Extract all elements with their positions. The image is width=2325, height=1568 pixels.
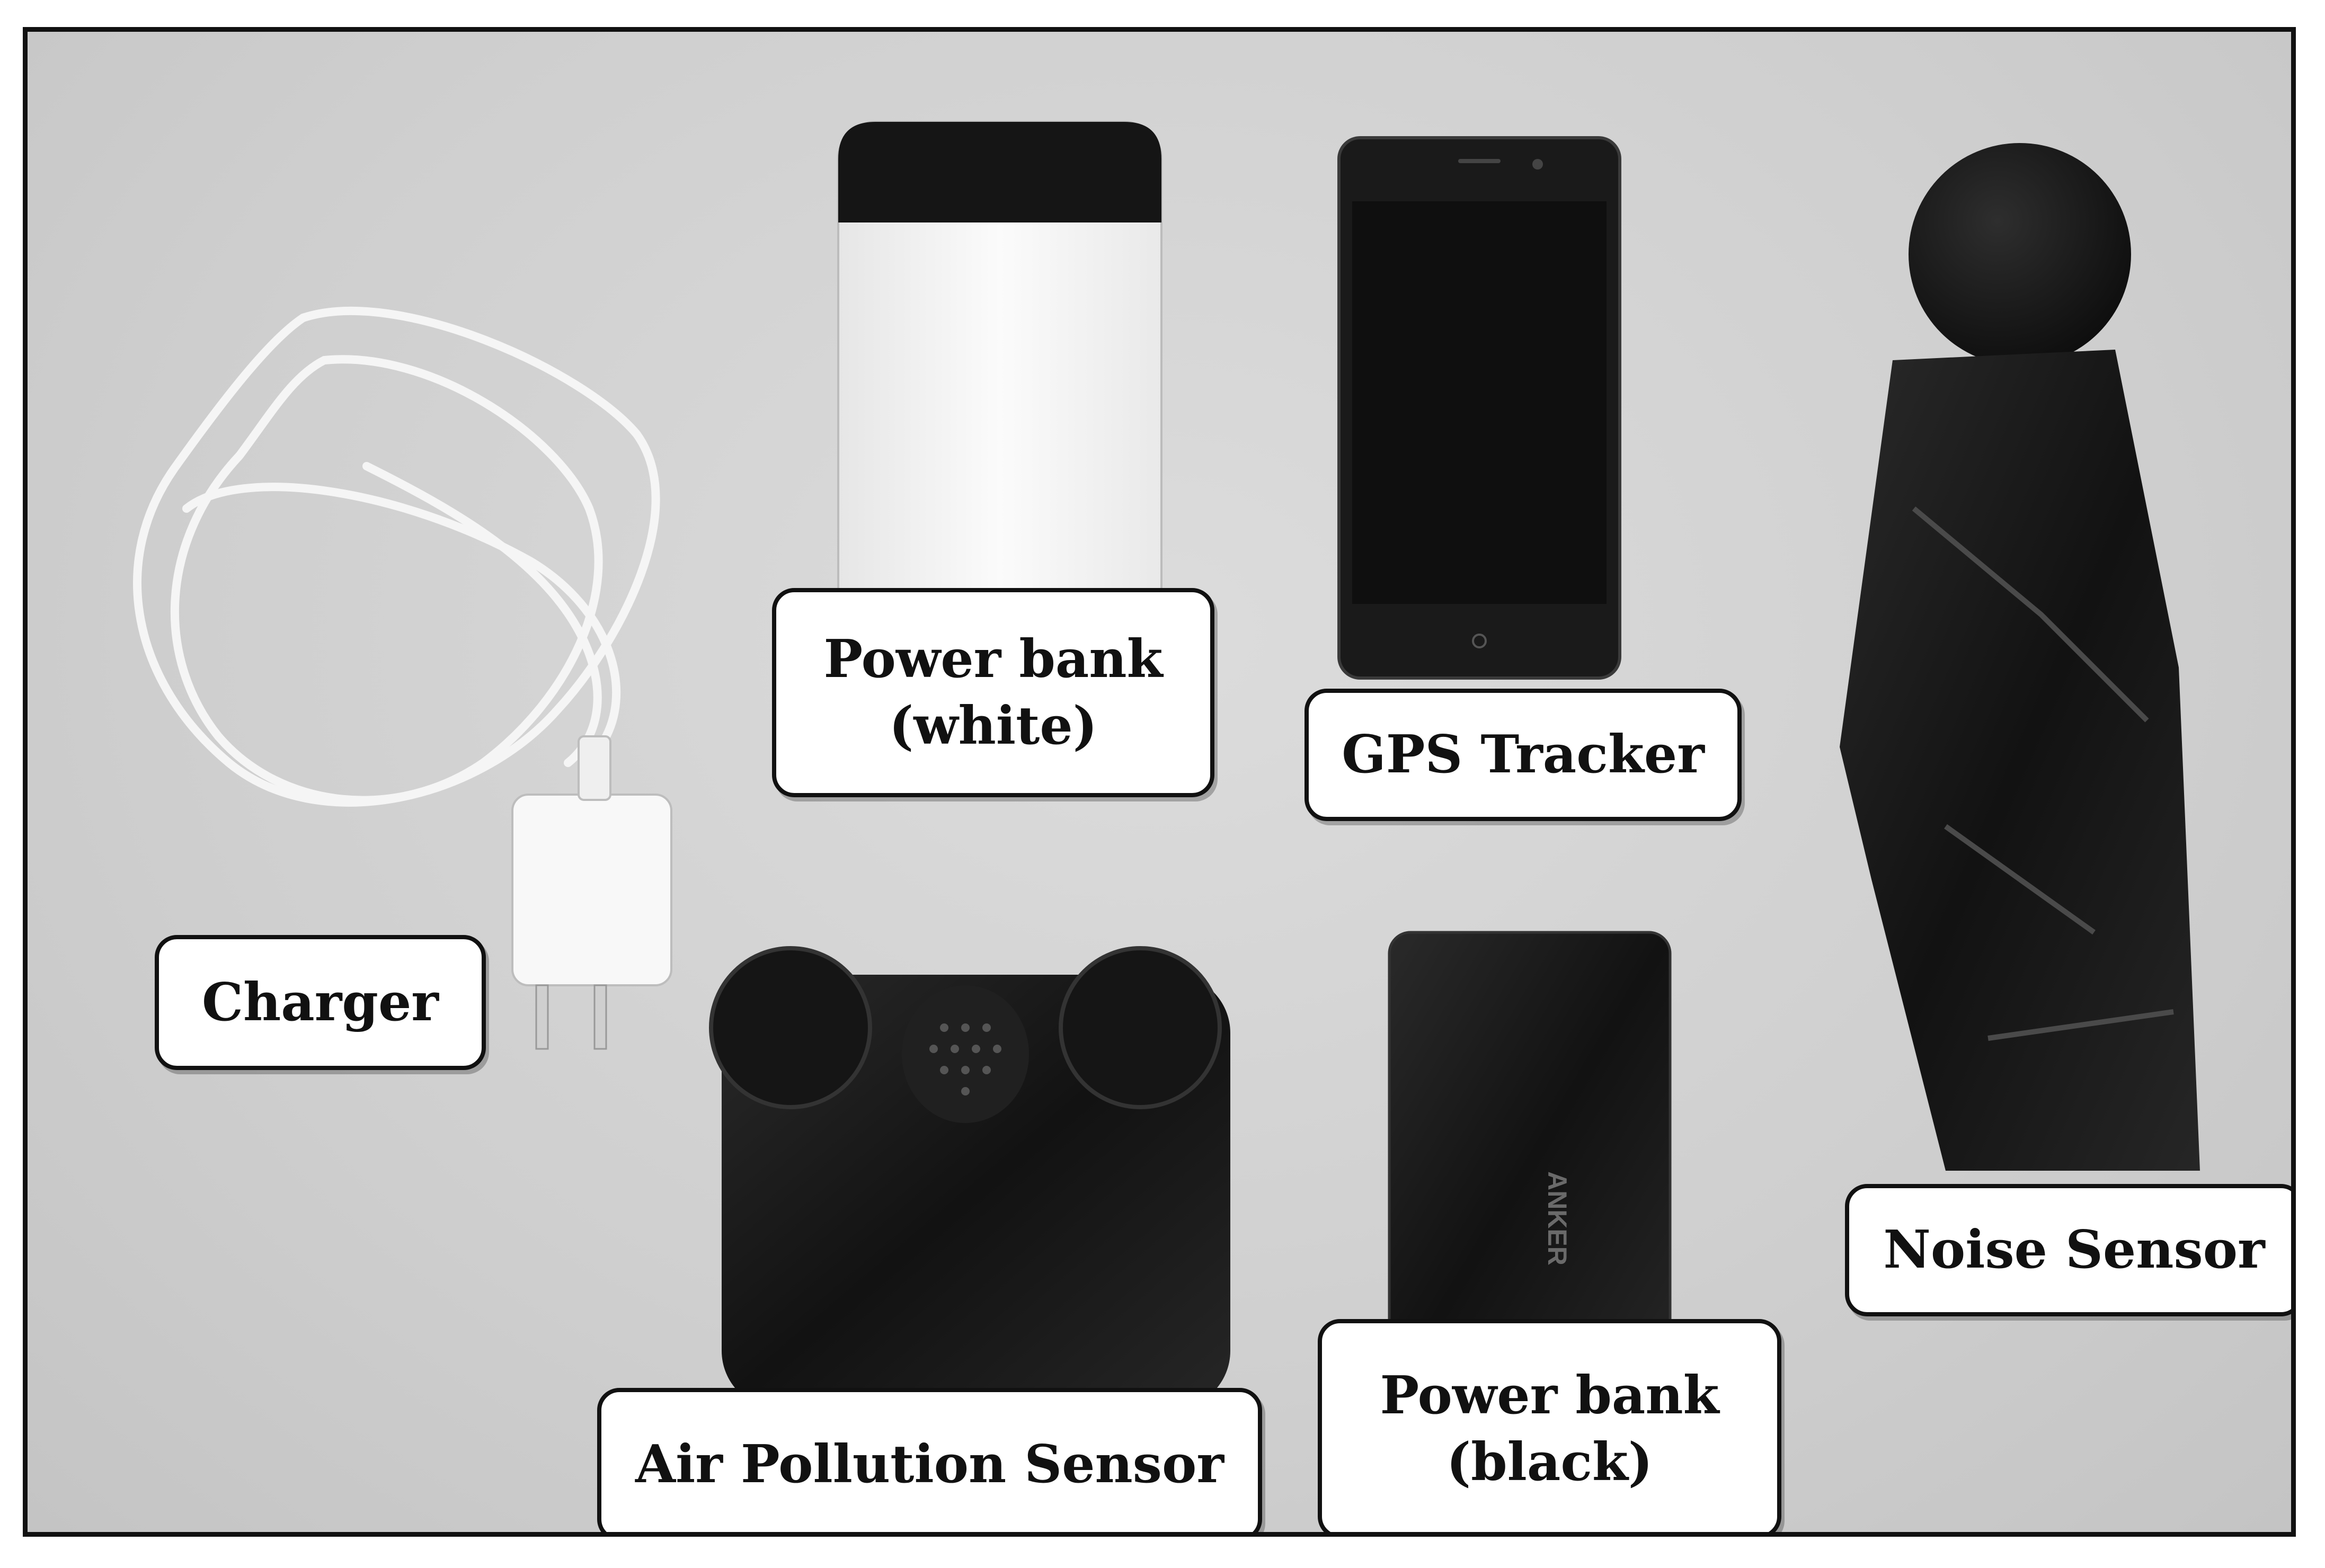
gps-tracker-phone [1337,136,1621,680]
anker-brand-text: ANKER [1542,1171,1572,1266]
label-gps-tracker: GPS Tracker [1305,689,1742,821]
label-air-pollution-sensor-text: Air Pollution Sensor [635,1434,1224,1495]
label-air-pollution-sensor: Air Pollution Sensor [597,1388,1262,1532]
label-gps-tracker-text: GPS Tracker [1342,724,1705,786]
photo-scene: ANKER [133,121,2200,1409]
photo-frame: ANKER Charger Power bank (white) GPS Tra… [23,27,2296,1537]
label-power-bank-black-line2: (black) [1446,1431,1653,1493]
label-power-bank-white-line2: (white) [889,695,1098,756]
label-charger-text: Charger [202,972,439,1033]
label-charger: Charger [155,935,486,1070]
label-power-bank-black: Power bank (black) [1318,1319,1781,1532]
air-pollution-sensor [709,946,1230,1409]
label-noise-sensor: Noise Sensor [1845,1184,2291,1316]
label-noise-sensor-text: Noise Sensor [1883,1219,2265,1281]
white-power-bank [837,121,1162,653]
charger-plug [511,735,672,1050]
label-power-bank-white-line1: Power bank [823,629,1163,690]
label-power-bank-white: Power bank (white) [772,588,1214,797]
noise-sensor [1840,143,2200,1171]
black-power-bank: ANKER [1388,931,1672,1400]
label-power-bank-black-line1: Power bank [1380,1365,1719,1427]
